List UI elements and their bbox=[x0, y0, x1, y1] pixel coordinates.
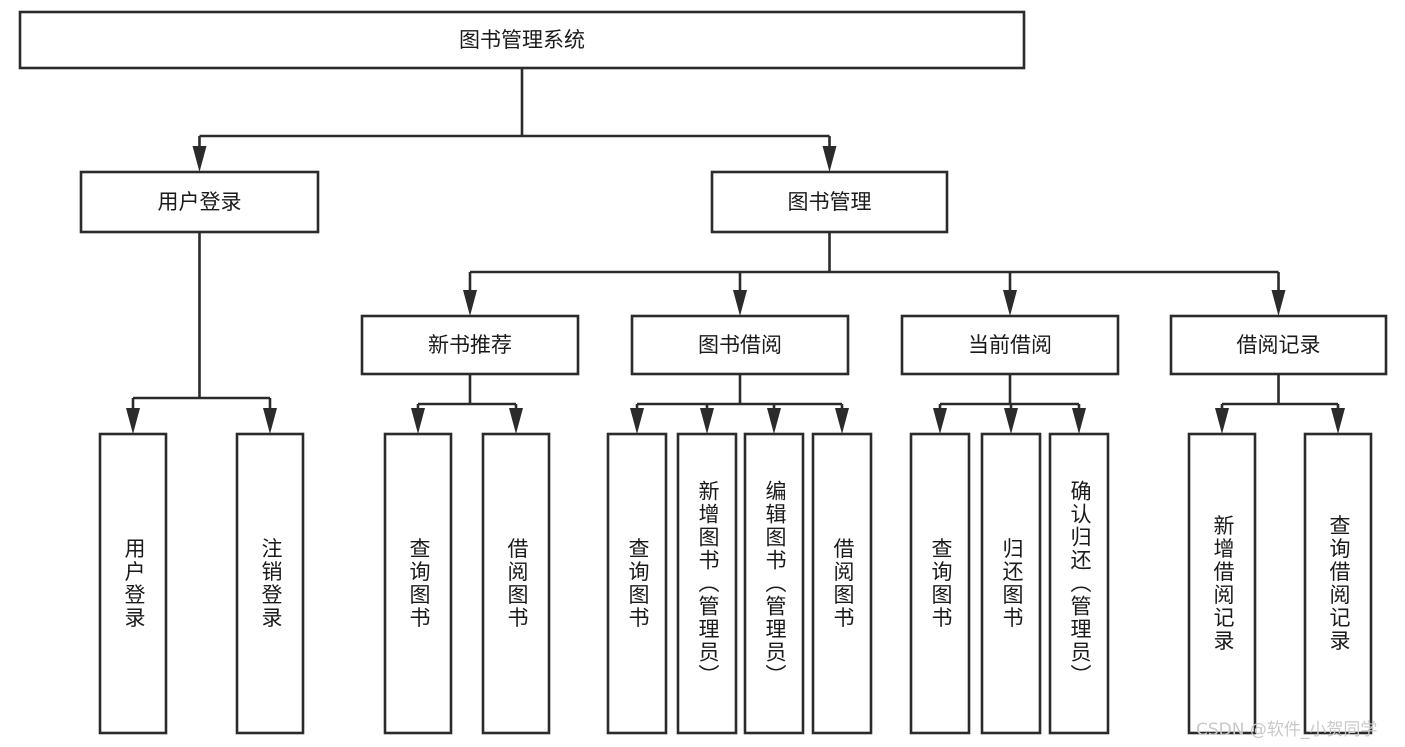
node-box-current-borrow bbox=[900, 314, 1120, 376]
arrow-head-e-bookborrow-edit bbox=[767, 408, 781, 434]
arrow-head-e-currentborrow-confirm bbox=[1072, 408, 1086, 434]
arrow-head-e-borrowrecord-addrec bbox=[1215, 408, 1229, 434]
node-leaf-borrow-book-1[interactable]: 借阅图书 bbox=[481, 432, 551, 735]
node-label-leaf-query-book-1: 查询图书 bbox=[407, 538, 431, 630]
node-label-root: 图书管理系统 bbox=[459, 28, 585, 52]
node-label-current-borrow: 当前借阅 bbox=[968, 333, 1052, 357]
arrow-head-e-userlogin-leaflogout bbox=[263, 408, 277, 434]
node-label-leaf-query-record: 查询借阅记录 bbox=[1327, 515, 1351, 653]
node-label-leaf-add-record: 新增借阅记录 bbox=[1211, 515, 1235, 653]
node-label-leaf-logout: 注销登录 bbox=[259, 538, 283, 630]
arrow-head-e-currentborrow-query3 bbox=[933, 408, 947, 434]
node-leaf-user-login[interactable]: 用户登录 bbox=[98, 432, 168, 735]
node-label-user-login: 用户登录 bbox=[158, 190, 242, 214]
node-box-leaf-add-book bbox=[676, 432, 738, 735]
arrow-head-e-bookborrow-borrow2 bbox=[835, 408, 849, 434]
arrow-head-e-bookborrow-query2 bbox=[630, 408, 644, 434]
node-box-leaf-query-book-3 bbox=[909, 432, 971, 735]
node-box-user-login bbox=[79, 170, 320, 234]
edge-group-user-login bbox=[126, 232, 277, 434]
node-box-leaf-return-book bbox=[980, 432, 1042, 735]
node-label-book-manage: 图书管理 bbox=[788, 190, 872, 214]
node-box-leaf-query-book-1 bbox=[383, 432, 453, 735]
node-box-new-book-recommend bbox=[360, 314, 580, 376]
node-leaf-query-book-3[interactable]: 查询图书 bbox=[909, 432, 971, 735]
node-box-leaf-logout bbox=[235, 432, 305, 735]
node-label-leaf-borrow-book-2: 借阅图书 bbox=[831, 538, 855, 630]
node-root[interactable]: 图书管理系统 bbox=[18, 10, 1026, 70]
node-layer: 图书管理系统用户登录图书管理新书推荐图书借阅当前借阅借阅记录用户登录注销登录查询… bbox=[18, 10, 1388, 735]
node-label-leaf-query-book-3: 查询图书 bbox=[929, 538, 953, 630]
node-box-leaf-add-record bbox=[1187, 432, 1257, 735]
node-box-book-manage bbox=[710, 170, 949, 234]
node-leaf-return-book[interactable]: 归还图书 bbox=[980, 432, 1042, 735]
node-box-book-borrow bbox=[630, 314, 850, 376]
arrow-head-e-borrowrecord-queryrec bbox=[1331, 408, 1345, 434]
node-leaf-query-record[interactable]: 查询借阅记录 bbox=[1303, 432, 1373, 735]
node-box-leaf-query-record bbox=[1303, 432, 1373, 735]
arrow-head-e-currentborrow-return bbox=[1004, 408, 1018, 434]
connector-layer bbox=[126, 68, 1345, 434]
node-label-borrow-record: 借阅记录 bbox=[1237, 333, 1321, 357]
node-borrow-record[interactable]: 借阅记录 bbox=[1169, 314, 1388, 376]
arrow-head-e-newbook-borrow1 bbox=[509, 408, 523, 434]
edge-group-current-borrow bbox=[933, 374, 1086, 434]
node-label-leaf-query-book-2: 查询图书 bbox=[626, 538, 650, 630]
node-label-leaf-edit-book: 编辑图书（管理员） bbox=[763, 480, 787, 687]
arrow-head-e-root-bookmanage bbox=[822, 146, 837, 172]
node-leaf-query-book-2[interactable]: 查询图书 bbox=[606, 432, 668, 735]
node-box-leaf-query-book-2 bbox=[606, 432, 668, 735]
node-book-manage[interactable]: 图书管理 bbox=[710, 170, 949, 234]
node-label-book-borrow: 图书借阅 bbox=[698, 333, 782, 357]
node-box-root bbox=[18, 10, 1026, 70]
arrow-head-e-root-userlogin bbox=[192, 146, 207, 172]
node-current-borrow[interactable]: 当前借阅 bbox=[900, 314, 1120, 376]
arrow-head-e-bookmanage-newbook bbox=[463, 290, 477, 316]
edge-group-root bbox=[192, 68, 837, 172]
node-label-new-book-recommend: 新书推荐 bbox=[428, 333, 512, 357]
node-box-leaf-user-login bbox=[98, 432, 168, 735]
node-box-borrow-record bbox=[1169, 314, 1388, 376]
node-box-leaf-borrow-book-2 bbox=[811, 432, 873, 735]
arrow-head-e-newbook-query1 bbox=[411, 408, 425, 434]
node-book-borrow[interactable]: 图书借阅 bbox=[630, 314, 850, 376]
node-leaf-confirm-return[interactable]: 确认归还（管理员） bbox=[1048, 432, 1110, 735]
node-label-leaf-user-login: 用户登录 bbox=[122, 538, 146, 630]
edge-group-new-book-recommend bbox=[411, 374, 523, 434]
node-leaf-add-book[interactable]: 新增图书（管理员） bbox=[676, 432, 738, 735]
arrow-head-e-bookmanage-bookborrow bbox=[733, 290, 747, 316]
node-label-leaf-add-book: 新增图书（管理员） bbox=[696, 480, 720, 687]
node-label-leaf-borrow-book-1: 借阅图书 bbox=[505, 538, 529, 630]
node-box-leaf-borrow-book-1 bbox=[481, 432, 551, 735]
node-leaf-logout[interactable]: 注销登录 bbox=[235, 432, 305, 735]
node-new-book-recommend[interactable]: 新书推荐 bbox=[360, 314, 580, 376]
edge-group-book-borrow bbox=[630, 374, 849, 434]
node-user-login[interactable]: 用户登录 bbox=[79, 170, 320, 234]
node-leaf-query-book-1[interactable]: 查询图书 bbox=[383, 432, 453, 735]
arrow-head-e-bookborrow-add bbox=[700, 408, 714, 434]
node-leaf-add-record[interactable]: 新增借阅记录 bbox=[1187, 432, 1257, 735]
arrow-head-e-bookmanage-borrowrecord bbox=[1271, 290, 1286, 316]
edge-group-book-manage bbox=[463, 232, 1286, 316]
node-leaf-edit-book[interactable]: 编辑图书（管理员） bbox=[743, 432, 805, 735]
node-label-leaf-return-book: 归还图书 bbox=[1000, 538, 1024, 630]
csdn-watermark: CSDN @软件_小贺同学 bbox=[1196, 720, 1378, 740]
node-leaf-borrow-book-2[interactable]: 借阅图书 bbox=[811, 432, 873, 735]
node-box-leaf-confirm-return bbox=[1048, 432, 1110, 735]
edge-group-borrow-record bbox=[1215, 374, 1345, 434]
node-label-leaf-confirm-return: 确认归还（管理员） bbox=[1068, 480, 1092, 687]
arrow-head-e-userlogin-leafuserlogin bbox=[126, 408, 140, 434]
node-box-leaf-edit-book bbox=[743, 432, 805, 735]
arrow-head-e-bookmanage-currentborrow bbox=[1003, 290, 1017, 316]
